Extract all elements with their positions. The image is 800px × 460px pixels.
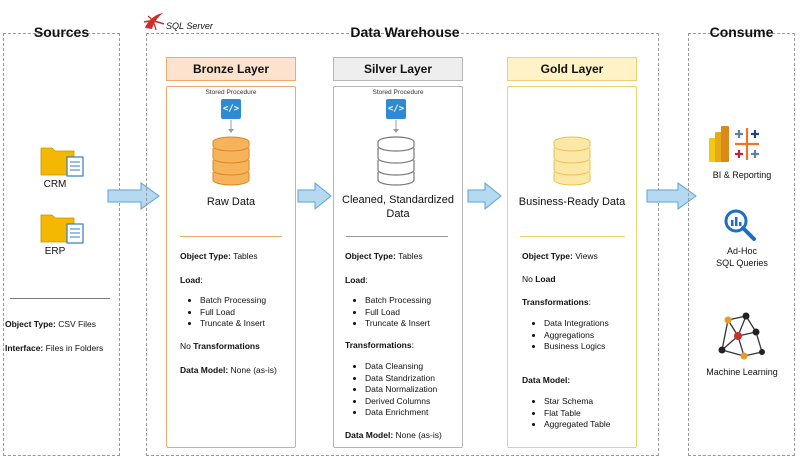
consume-panel — [688, 33, 795, 456]
bronze-load-heading: Load: — [180, 275, 203, 285]
divider — [346, 236, 448, 237]
database-icon — [211, 134, 251, 191]
list-item: Derived Columns — [365, 396, 437, 408]
list-item: Data Integrations — [544, 318, 609, 330]
warehouse-title: Data Warehouse — [350, 24, 460, 40]
gold-load: No Load — [522, 274, 556, 284]
list-item: Aggregations — [544, 330, 609, 342]
sources-interface: Interface: Files in Folders — [5, 343, 104, 353]
sql-server-icon — [142, 10, 166, 37]
folder-icon — [40, 210, 84, 249]
list-item: Aggregated Table — [544, 419, 610, 431]
bi-reporting-label: BI & Reporting — [712, 170, 772, 180]
list-item: Data Enrichment — [365, 407, 437, 419]
gold-transformations-heading: Transformations: — [522, 297, 591, 307]
database-icon — [376, 134, 416, 191]
gold-data-model-heading: Data Model: — [522, 375, 571, 385]
powerbi-tableau-icon — [707, 124, 763, 169]
list-item: Data Normalization — [365, 384, 437, 396]
divider — [180, 236, 282, 237]
raw-data-label: Raw Data — [206, 196, 256, 208]
silver-transform-list: Data Cleansing Data Standrization Data N… — [353, 361, 437, 419]
sources-panel — [3, 33, 120, 456]
gold-layer-header: Gold Layer — [507, 57, 637, 81]
list-item: Full Load — [365, 307, 431, 319]
bronze-layer-header: Bronze Layer — [166, 57, 296, 81]
erp-label: ERP — [44, 246, 66, 257]
consume-title: Consume — [709, 24, 774, 40]
cleaned-data-label: Cleaned, Standardized — [342, 194, 454, 206]
list-item: Data Standrization — [365, 373, 437, 385]
list-item: Truncate & Insert — [200, 318, 266, 330]
bronze-transformations: No Transformations — [180, 341, 260, 351]
cleaned-data-label-2: Data — [386, 208, 410, 220]
flow-arrow — [467, 181, 503, 216]
stored-procedure-label: Stored Procedure — [372, 89, 424, 96]
ml-label: Machine Learning — [706, 367, 778, 377]
adhoc-label-2: SQL Queries — [716, 258, 768, 268]
bronze-load-list: Batch Processing Full Load Truncate & In… — [188, 295, 266, 330]
sources-object-type: Object Type: CSV Files — [5, 319, 97, 329]
business-ready-label: Business-Ready Data — [518, 196, 626, 208]
down-arrow — [391, 120, 401, 139]
divider — [520, 236, 625, 237]
gold-model-list: Star Schema Flat Table Aggregated Table — [532, 396, 610, 431]
code-icon: </> — [221, 99, 241, 119]
divider — [10, 298, 110, 299]
list-item: Truncate & Insert — [365, 318, 431, 330]
bronze-object-type: Object Type: Tables — [180, 251, 258, 261]
silver-transformations-heading: Transformations: — [345, 340, 414, 350]
silver-load-list: Batch Processing Full Load Truncate & In… — [353, 295, 431, 330]
gold-transform-list: Data Integrations Aggregations Business … — [532, 318, 609, 353]
list-item: Star Schema — [544, 396, 610, 408]
crm-label: CRM — [43, 179, 67, 190]
adhoc-label: Ad-Hoc — [726, 246, 757, 256]
silver-object-type: Object Type: Tables — [345, 251, 423, 261]
gold-object-type: Object Type: Views — [522, 251, 598, 261]
list-item: Batch Processing — [200, 295, 266, 307]
list-item: Flat Table — [544, 408, 610, 420]
down-arrow — [226, 120, 236, 139]
list-item: Data Cleansing — [365, 361, 437, 373]
list-item: Batch Processing — [365, 295, 431, 307]
sources-title: Sources — [33, 24, 90, 40]
warehouse-panel — [146, 33, 659, 456]
search-chart-icon — [723, 208, 757, 247]
silver-load-heading: Load: — [345, 275, 368, 285]
list-item: Business Logics — [544, 341, 609, 353]
flow-arrow — [297, 181, 333, 216]
silver-data-model: Data Model: None (as-is) — [345, 430, 442, 440]
bronze-data-model: Data Model: None (as-is) — [180, 365, 277, 375]
folder-icon — [40, 143, 84, 182]
stored-procedure-label: Stored Procedure — [205, 89, 257, 96]
code-icon: </> — [386, 99, 406, 119]
list-item: Full Load — [200, 307, 266, 319]
silver-layer-header: Silver Layer — [333, 57, 463, 81]
sql-server-label: SQL Server — [166, 21, 213, 31]
database-icon — [552, 134, 592, 191]
network-graph-icon — [716, 312, 766, 367]
flow-arrow — [646, 181, 698, 216]
